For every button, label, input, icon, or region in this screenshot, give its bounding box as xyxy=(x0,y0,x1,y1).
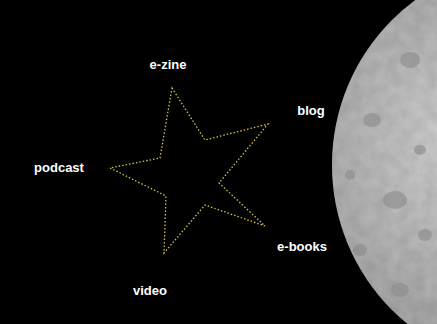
label-text: blog xyxy=(297,103,324,119)
label-text: podcast xyxy=(34,160,84,176)
label-text: video xyxy=(133,283,167,299)
star-outline xyxy=(110,88,268,253)
label-text: e-zine xyxy=(150,57,187,73)
label-text: e-books xyxy=(277,239,327,255)
moon-craters xyxy=(345,52,432,297)
moon xyxy=(332,0,437,324)
